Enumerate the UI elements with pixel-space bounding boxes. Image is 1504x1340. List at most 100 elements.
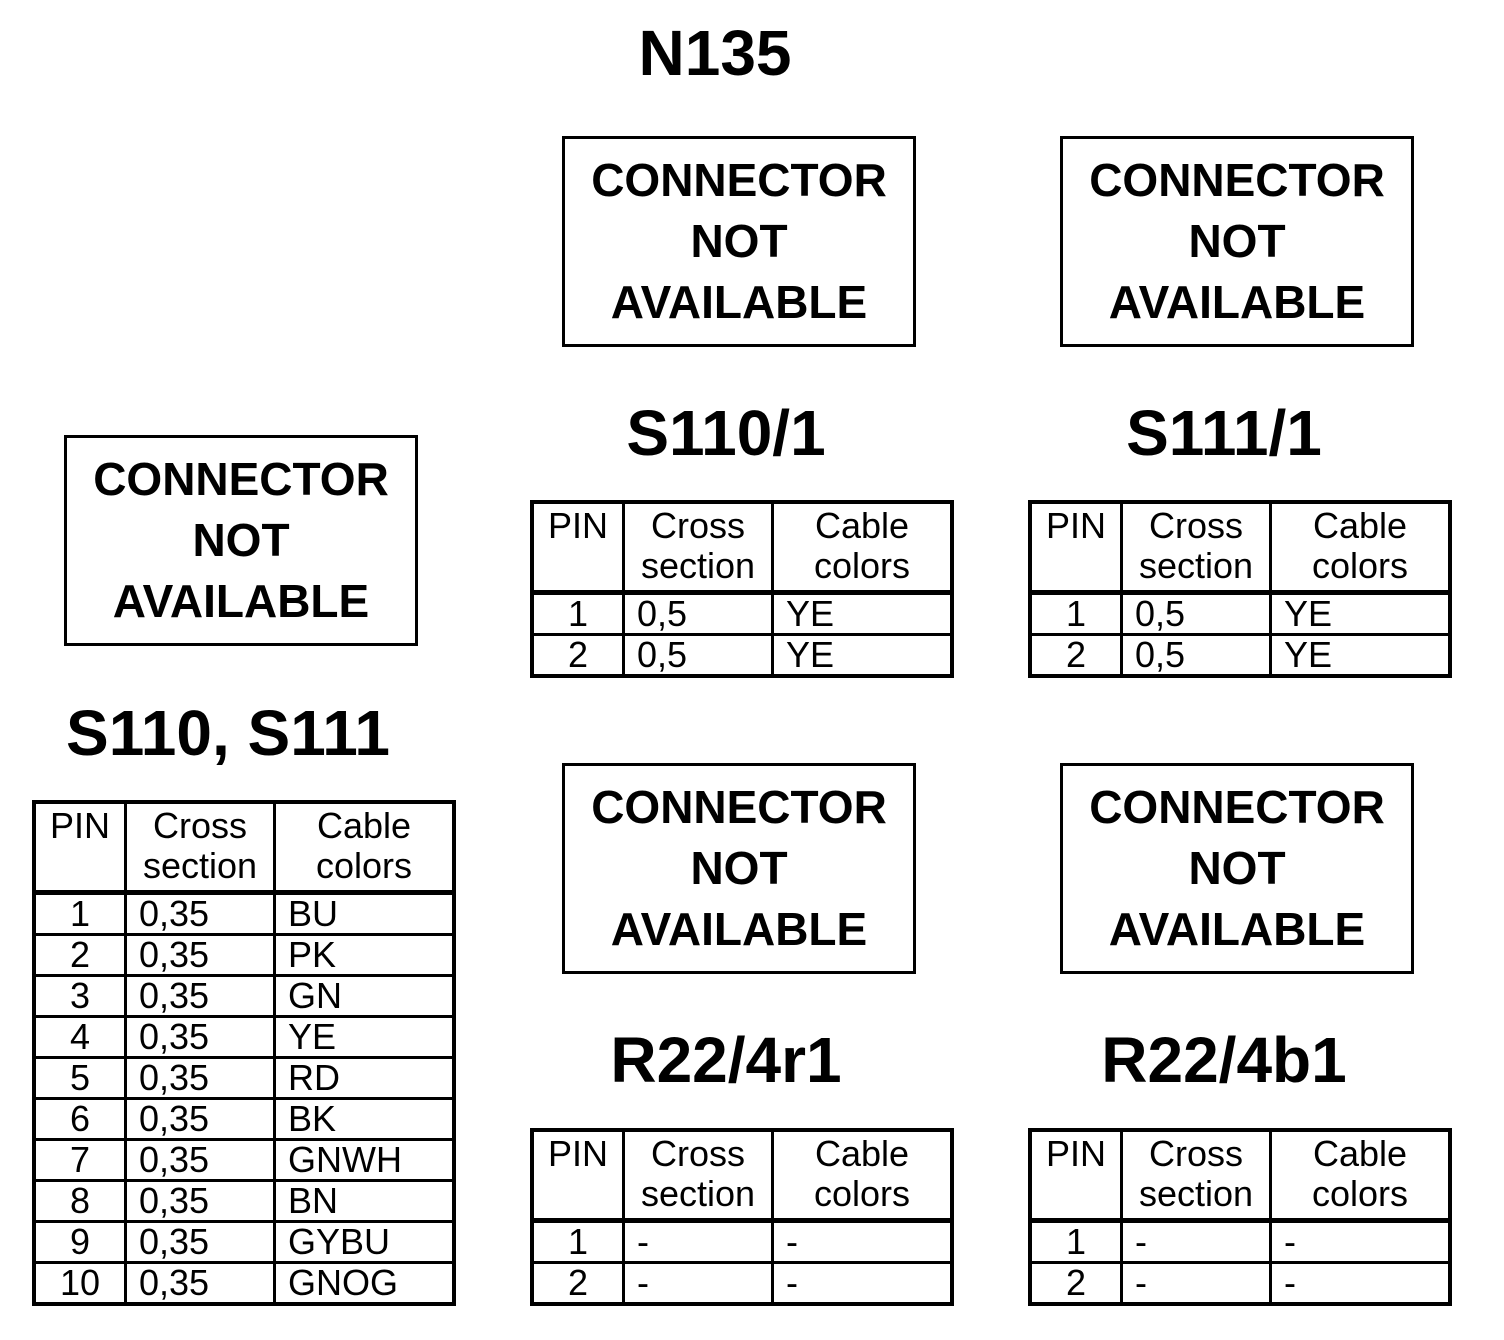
na-line-3: AVAILABLE	[1108, 903, 1366, 955]
cable-color-cell: PK	[273, 933, 456, 977]
cable-color-cell: BK	[273, 1097, 456, 1141]
cross-section-cell: 0,5	[622, 591, 774, 636]
cable-color-cell: -	[771, 1261, 954, 1306]
pin-number-cell: 3	[32, 974, 127, 1018]
na-line-2: NOT	[1188, 842, 1286, 894]
table-row: 2--	[530, 1261, 954, 1306]
pin-number-cell: 10	[32, 1261, 127, 1306]
cross-section-cell: 0,35	[124, 1015, 276, 1059]
pin-number-cell: 1	[32, 891, 127, 936]
na-line-1: CONNECTOR	[1089, 781, 1385, 833]
header-pin: PIN	[1028, 500, 1123, 594]
na-line-1: CONNECTOR	[1089, 154, 1385, 206]
connector-title-s110-s111: S110, S111	[66, 697, 390, 769]
connector-not-available-box-s110-1: CONNECTOR NOT AVAILABLE	[562, 136, 916, 347]
cable-color-cell: YE	[771, 633, 954, 678]
na-line-1: CONNECTOR	[591, 154, 887, 206]
cross-section-cell: 0,35	[124, 1097, 276, 1141]
connector-not-available-box-r22-4b1: CONNECTOR NOT AVAILABLE	[1060, 763, 1414, 974]
cross-section-cell: 0,35	[124, 891, 276, 936]
table-row: 1--	[530, 1219, 954, 1264]
cross-section-cell: -	[622, 1219, 774, 1264]
cable-color-cell: -	[771, 1219, 954, 1264]
connector-title-s110-1: S110/1	[626, 397, 826, 469]
na-line-2: NOT	[192, 514, 290, 566]
pin-number-cell: 8	[32, 1179, 127, 1223]
connector-not-available-box-s111-1: CONNECTOR NOT AVAILABLE	[1060, 136, 1414, 347]
pin-number-cell: 2	[32, 933, 127, 977]
header-pin: PIN	[530, 500, 625, 594]
na-line-2: NOT	[1188, 215, 1286, 267]
cable-color-cell: GN	[273, 974, 456, 1018]
cable-color-cell: YE	[1269, 591, 1452, 636]
table-row: 1--	[1028, 1219, 1452, 1264]
cable-color-cell: GYBU	[273, 1220, 456, 1264]
na-line-2: NOT	[690, 842, 788, 894]
cross-section-cell: -	[622, 1261, 774, 1306]
cable-color-cell: BN	[273, 1179, 456, 1223]
cross-section-cell: -	[1120, 1219, 1272, 1264]
cross-section-cell: 0,35	[124, 974, 276, 1018]
na-line-3: AVAILABLE	[1108, 276, 1366, 328]
na-line-3: AVAILABLE	[112, 575, 370, 627]
table-row: 2--	[1028, 1261, 1452, 1306]
cable-color-cell: YE	[273, 1015, 456, 1059]
cross-section-cell: -	[1120, 1261, 1272, 1306]
cross-section-cell: 0,5	[622, 633, 774, 678]
cable-color-cell: YE	[771, 591, 954, 636]
connector-title-r22-4r1: R22/4r1	[610, 1024, 842, 1096]
cross-section-cell: 0,35	[124, 1138, 276, 1182]
cable-color-cell: BU	[273, 891, 456, 936]
cross-section-cell: 0,35	[124, 1056, 276, 1100]
pin-number-cell: 5	[32, 1056, 127, 1100]
connector-title-s111-1: S111/1	[1126, 397, 1322, 469]
connector-not-available-box-r22-4r1: CONNECTOR NOT AVAILABLE	[562, 763, 916, 974]
header-pin: PIN	[530, 1128, 625, 1222]
cross-section-cell: 0,35	[124, 1261, 276, 1306]
na-line-3: AVAILABLE	[610, 903, 868, 955]
cross-section-cell: 0,35	[124, 933, 276, 977]
na-line-1: CONNECTOR	[93, 453, 389, 505]
pin-number-cell: 7	[32, 1138, 127, 1182]
pin-number-cell: 2	[1028, 1261, 1123, 1306]
cross-section-cell: 0,35	[124, 1220, 276, 1264]
na-line-2: NOT	[690, 215, 788, 267]
pin-number-cell: 4	[32, 1015, 127, 1059]
connector-not-available-box-left: CONNECTOR NOT AVAILABLE	[64, 435, 418, 646]
pin-number-cell: 1	[1028, 1219, 1123, 1264]
header-pin: PIN	[32, 800, 127, 894]
pin-number-cell: 9	[32, 1220, 127, 1264]
cross-section-cell: 0,35	[124, 1179, 276, 1223]
pin-number-cell: 2	[530, 1261, 625, 1306]
pin-number-cell: 6	[32, 1097, 127, 1141]
cable-color-cell: RD	[273, 1056, 456, 1100]
